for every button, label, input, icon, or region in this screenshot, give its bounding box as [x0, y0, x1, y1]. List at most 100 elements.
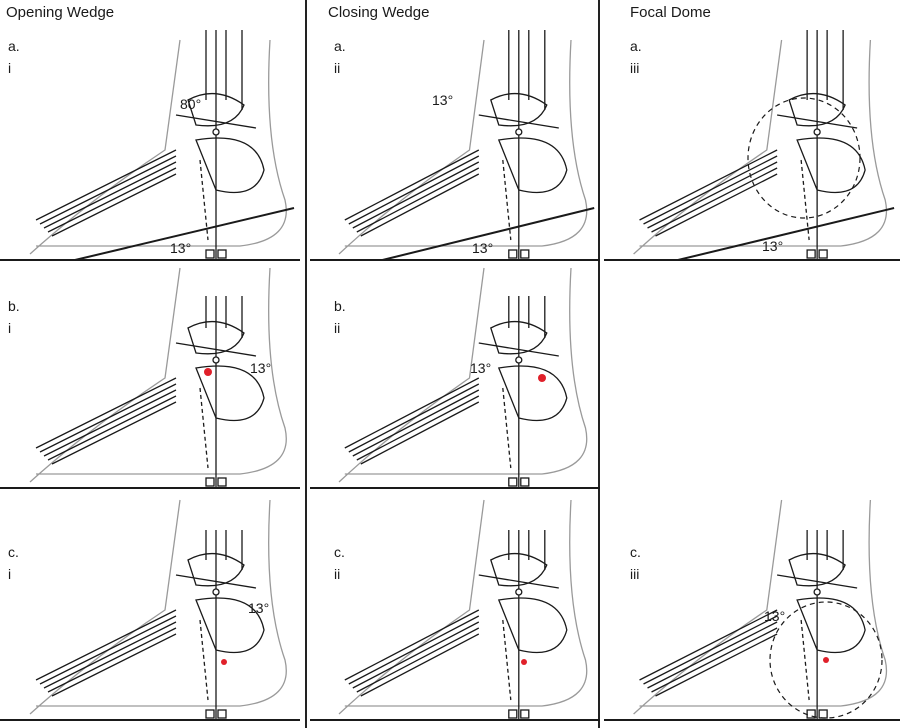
foot-stroke	[352, 621, 480, 689]
angle-label: 13°	[470, 360, 492, 376]
foot-stroke	[520, 709, 530, 719]
foot-illustration	[310, 30, 600, 261]
foot-stroke	[502, 159, 512, 241]
dome-circle	[769, 601, 883, 719]
row-label: b.	[8, 298, 20, 314]
foot-stroke	[651, 627, 778, 693]
sub-label: ii	[334, 60, 341, 76]
foot-stroke	[520, 249, 530, 259]
foot-stroke	[29, 39, 287, 255]
foot-stroke	[490, 553, 548, 587]
foot-stroke	[502, 387, 512, 469]
foot-stroke	[195, 597, 265, 654]
column-divider-2	[598, 0, 600, 728]
foot-stroke	[633, 499, 888, 715]
red-marker	[204, 368, 212, 376]
foot-stroke	[39, 155, 177, 225]
foot-stroke	[39, 615, 177, 685]
foot-stroke	[515, 128, 523, 136]
panel-a-i: a. i 80° 13°	[0, 30, 300, 270]
foot-stroke	[497, 137, 568, 194]
foot-stroke	[633, 39, 888, 255]
foot-stroke	[348, 383, 480, 453]
foot-stroke	[356, 395, 480, 461]
foot-stroke	[490, 321, 548, 355]
foot-stroke	[806, 249, 816, 259]
sub-label: iii	[630, 60, 640, 76]
foot-stroke	[217, 709, 227, 719]
foot-stroke	[647, 621, 778, 689]
foot-stroke	[43, 161, 177, 229]
foot-stroke	[35, 149, 177, 221]
sub-label: iii	[630, 566, 640, 582]
angle-label: 13°	[432, 92, 454, 108]
dome-circle	[747, 97, 861, 219]
foot-stroke	[508, 249, 518, 259]
foot-stroke	[360, 401, 480, 465]
panel-b-ii: b. ii 13°	[310, 267, 600, 496]
foot-stroke	[800, 159, 810, 241]
sub-label: ii	[334, 566, 341, 582]
foot-stroke	[813, 128, 821, 136]
angle-label: 80°	[180, 96, 202, 112]
foot-stroke	[338, 39, 588, 255]
foot-illustration	[310, 499, 600, 721]
foot-stroke	[356, 167, 480, 233]
foot-stroke	[643, 155, 778, 225]
column-title-focal-dome: Focal Dome	[630, 4, 711, 21]
foot-stroke	[199, 387, 209, 469]
sub-label: ii	[334, 320, 341, 336]
row-label: c.	[334, 544, 345, 560]
foot-stroke	[497, 597, 568, 654]
foot-stroke	[29, 267, 287, 483]
foot-stroke	[818, 709, 828, 719]
foot-stroke	[356, 627, 480, 693]
foot-stroke	[360, 633, 480, 697]
foot-stroke	[344, 609, 480, 681]
foot-stroke	[199, 619, 209, 701]
foot-stroke	[205, 249, 215, 259]
row-label: b.	[334, 298, 346, 314]
foot-stroke	[47, 167, 177, 233]
foot-stroke	[344, 149, 480, 221]
row-label: a.	[8, 38, 20, 54]
foot-illustration	[310, 267, 600, 489]
row-label: c.	[8, 544, 19, 560]
foot-stroke	[655, 173, 778, 237]
foot-illustration	[0, 267, 300, 489]
foot-stroke	[677, 207, 895, 261]
foot-stroke	[344, 377, 480, 449]
foot-stroke	[639, 149, 778, 221]
red-marker	[823, 657, 829, 663]
foot-stroke	[788, 553, 846, 587]
foot-stroke	[187, 93, 245, 127]
sub-label: i	[8, 566, 12, 582]
foot-stroke	[796, 137, 866, 194]
angle-label: 13°	[250, 360, 272, 376]
panel-c-iii: c. iii 13°	[604, 499, 900, 728]
foot-stroke	[352, 161, 480, 229]
foot-stroke	[643, 615, 778, 685]
foot-stroke	[818, 249, 828, 259]
row-label: a.	[630, 38, 642, 54]
red-marker	[221, 659, 227, 665]
panel-c-ii: c. ii	[310, 499, 600, 728]
foot-stroke	[520, 477, 530, 487]
foot-stroke	[212, 588, 220, 596]
foot-stroke	[47, 627, 177, 693]
foot-stroke	[508, 477, 518, 487]
column-title-opening-wedge: Opening Wedge	[6, 4, 115, 21]
foot-stroke	[35, 609, 177, 681]
panel-a-ii: a. ii 13° 13°	[310, 30, 600, 270]
panel-a-iii: a. iii 13°	[604, 30, 900, 270]
foot-stroke	[502, 619, 512, 701]
foot-stroke	[195, 365, 265, 422]
foot-illustration	[0, 30, 300, 261]
foot-stroke	[199, 159, 209, 241]
foot-stroke	[29, 499, 287, 715]
angle-label: 13°	[764, 608, 786, 624]
foot-stroke	[205, 477, 215, 487]
foot-stroke	[639, 609, 778, 681]
foot-stroke	[796, 597, 866, 654]
foot-stroke	[51, 401, 177, 465]
